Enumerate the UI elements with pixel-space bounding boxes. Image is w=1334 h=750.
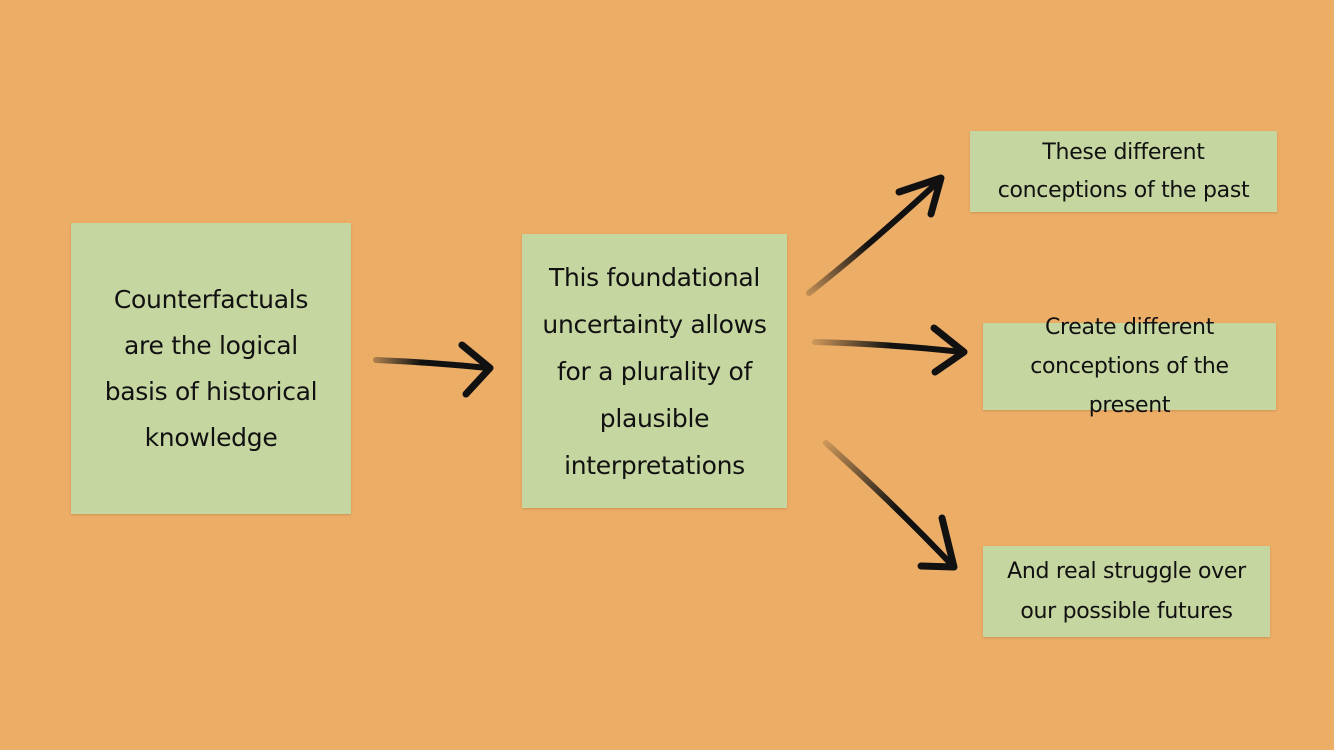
note-uncertainty: This foundational uncertainty allows for… <box>522 234 787 508</box>
note-futures-text: And real struggle over our possible futu… <box>1007 558 1246 624</box>
note-uncertainty-text: This foundational uncertainty allows for… <box>542 262 767 480</box>
arrow-uncertainty-to-futures <box>823 440 958 571</box>
note-past: These different conceptions of the past <box>970 131 1277 212</box>
note-counterfactuals: Counterfactuals are the logical basis of… <box>71 223 351 514</box>
note-present-text: Create different conceptions of the pres… <box>1030 315 1229 418</box>
note-present: Create different conceptions of the pres… <box>983 315 1276 418</box>
note-past-text: These different conceptions of the past <box>997 139 1250 203</box>
note-futures: And real struggle over our possible futu… <box>983 546 1270 637</box>
arrow-uncertainty-to-past <box>806 174 945 296</box>
note-counterfactuals-text: Counterfactuals are the logical basis of… <box>104 284 318 452</box>
arrow-uncertainty-to-present <box>812 324 968 376</box>
arrow-counterfactuals-to-uncertainty <box>373 341 494 398</box>
